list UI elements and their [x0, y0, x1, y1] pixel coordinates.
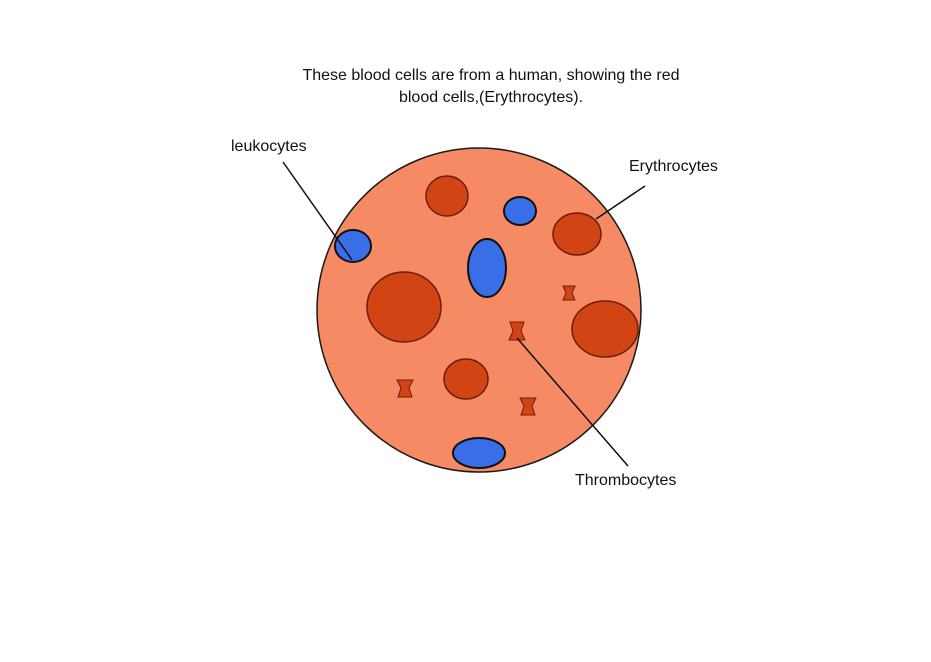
- thrombocytes-label: Thrombocytes: [575, 472, 677, 489]
- title-line-1: These blood cells are from a human, show…: [302, 67, 680, 84]
- thrombocyte: [508, 321, 526, 341]
- leukocytes-pointer-line: [282, 161, 353, 261]
- erythrocytes-label: Erythrocytes: [629, 158, 718, 175]
- thrombocyte: [562, 285, 576, 301]
- leukocyte: [467, 238, 507, 298]
- erythrocyte: [571, 300, 639, 358]
- diagram-title: These blood cells are from a human, show…: [241, 65, 741, 109]
- erythrocytes-pointer-line: [595, 185, 646, 220]
- thrombocytes-pointer-line: [516, 337, 629, 467]
- leukocyte: [503, 196, 537, 226]
- leukocytes-label: leukocytes: [231, 138, 307, 155]
- erythrocyte: [552, 212, 602, 256]
- thrombocyte: [396, 379, 414, 398]
- title-line-2: blood cells,(Erythrocytes).: [398, 89, 584, 106]
- leukocyte: [452, 437, 506, 469]
- thrombocyte: [519, 397, 537, 416]
- erythrocyte: [443, 358, 489, 400]
- erythrocyte: [425, 175, 469, 217]
- leukocyte: [334, 229, 372, 263]
- erythrocyte: [366, 271, 442, 343]
